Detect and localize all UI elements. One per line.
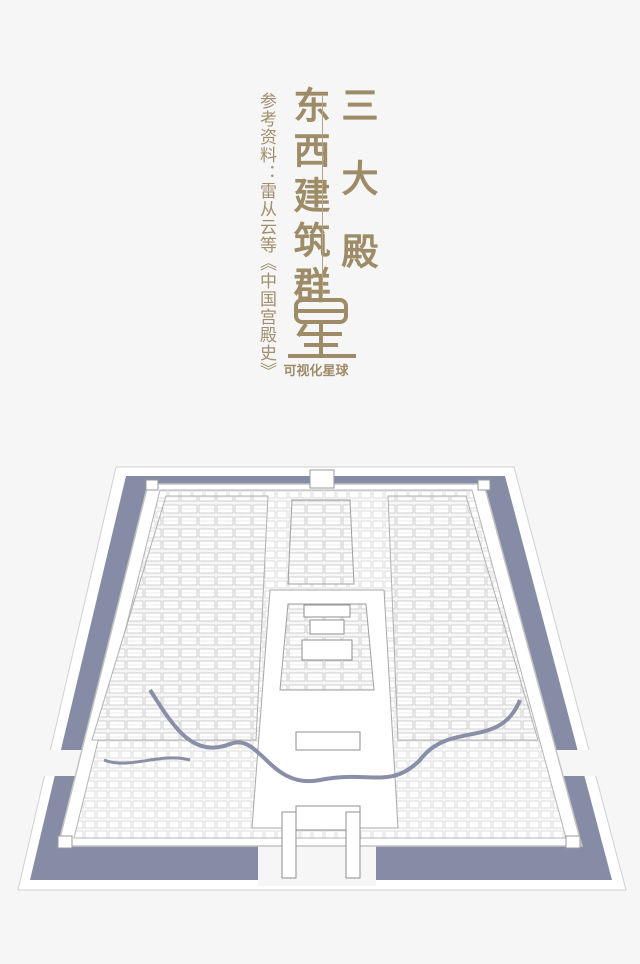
- title-divider: [322, 96, 323, 296]
- brand-name: 可视化星球: [283, 364, 349, 379]
- west-building-group: [91, 495, 269, 741]
- inner-court: [287, 499, 355, 585]
- corner-tower-se: [565, 835, 581, 849]
- meridian-gate-west-wing: [281, 811, 297, 879]
- main-title: 东西建筑群: [287, 86, 331, 311]
- north-gate: [309, 469, 335, 489]
- hall-of-central-harmony: [309, 619, 345, 635]
- inner-golden-water-river: [148, 688, 522, 784]
- reference-text: 参考资料：雷从云等《中国宫殿史》: [256, 92, 276, 380]
- corner-tower-sw: [57, 835, 73, 849]
- palace-map-illustration: [17, 466, 627, 891]
- palace-map: [0, 440, 640, 960]
- east-building-group: [387, 495, 539, 741]
- inner-river-branch: [103, 756, 191, 765]
- corner-tower-ne: [477, 479, 491, 491]
- sub-title: 三大殿: [335, 86, 379, 305]
- corner-tower-nw: [145, 479, 159, 491]
- hall-of-supreme-harmony: [301, 639, 353, 661]
- title-block: 参考资料：雷从云等《中国宫殿史》 东西建筑群 三大殿 可视化星球: [0, 0, 640, 400]
- star-logo-icon: [288, 298, 356, 358]
- meridian-gate-east-wing: [345, 811, 361, 879]
- gate-of-supreme-harmony: [295, 731, 361, 751]
- hall-of-preserving-harmony: [303, 604, 351, 618]
